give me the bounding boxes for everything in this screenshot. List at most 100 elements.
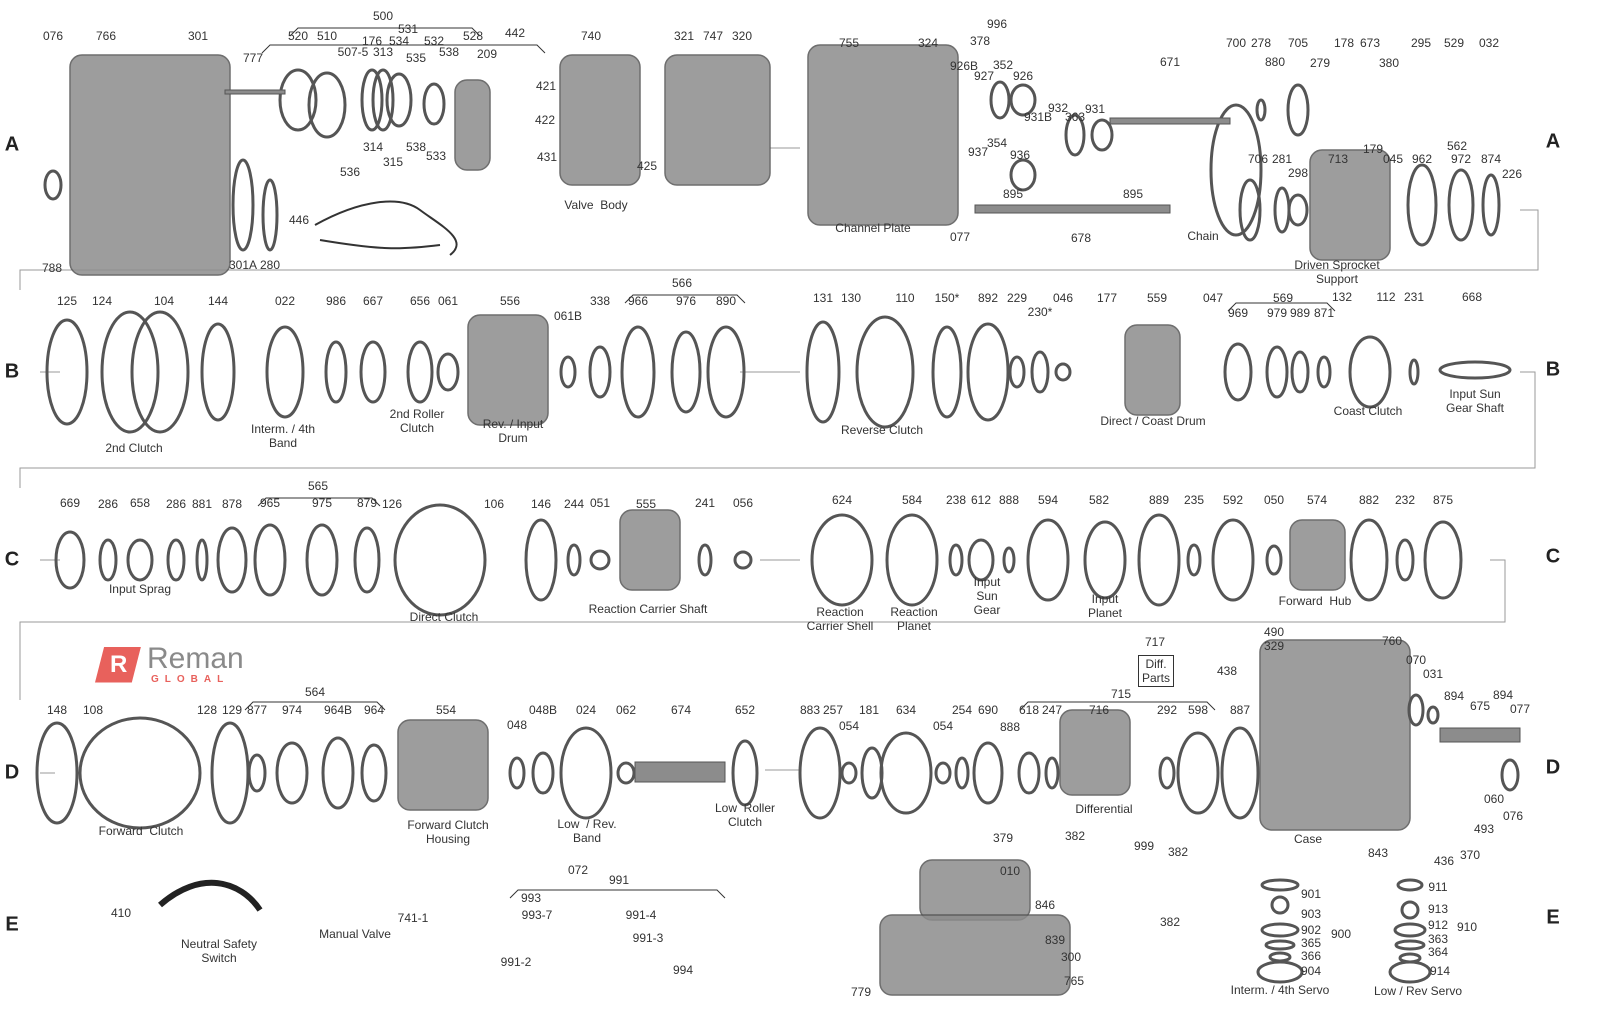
part-number-label: 500 (372, 9, 394, 23)
part-number-label: 209 (476, 47, 498, 61)
ring-part (216, 526, 248, 594)
ring-part (697, 543, 713, 577)
part-number-label: 124 (91, 294, 113, 308)
logo-name: Reman (147, 642, 244, 675)
part-number-label: 788 (41, 261, 63, 275)
part-number-label: 964B (323, 703, 353, 717)
part-number-label: 126 (381, 497, 403, 511)
part-number-label: 181 (858, 703, 880, 717)
ring-part (1287, 193, 1309, 227)
part-number-label: 442 (504, 26, 526, 40)
ring-part (166, 538, 186, 582)
part-name-label: Manual Valve (319, 927, 391, 941)
ring-part (321, 736, 355, 810)
part-number-label: 298 (1287, 166, 1309, 180)
part-number-label: 535 (405, 51, 427, 65)
bolt-777 (224, 89, 286, 95)
part-number-label: 490 (1263, 625, 1285, 639)
part-number-label: 072 (567, 863, 589, 877)
part-number-label: 881 (191, 497, 213, 511)
ring-part (261, 178, 279, 252)
ring-part (1396, 878, 1424, 892)
part-number-label: 235 (1183, 493, 1205, 507)
ring-part (1186, 543, 1202, 577)
ring-part (78, 716, 202, 830)
part-number-label: 965 (259, 496, 281, 510)
row-letter-e-right: E (1546, 906, 1560, 929)
part-number-label: 993-7 (521, 908, 553, 922)
part-number-label: 338 (589, 294, 611, 308)
part-number-label: 150* (934, 291, 960, 305)
ring-part (1255, 98, 1267, 122)
part-number-label: 760 (1381, 634, 1403, 648)
ring-part (360, 68, 384, 132)
part-number-label: 354 (986, 136, 1008, 150)
part-number-label: 926B (949, 59, 979, 73)
part-number-label: 894 (1443, 689, 1465, 703)
ring-part (860, 746, 884, 800)
part-number-label: 112 (1376, 290, 1396, 304)
ring-part (324, 340, 348, 404)
part-name-label: Input Sun Gear (973, 575, 1001, 617)
part-number-label: 669 (59, 496, 81, 510)
part-name-label: Reaction Carrier Shell (806, 605, 874, 633)
part-number-label: 964 (363, 703, 385, 717)
part-name-label: Direct / Coast Drum (1100, 414, 1206, 428)
part-number-label: 890 (715, 294, 737, 308)
part-number-label: 365 (1300, 936, 1322, 950)
part-number-label: 779 (850, 985, 872, 999)
part-number-label: 380 (1378, 56, 1400, 70)
part-number-label: 566 (671, 276, 693, 290)
part-name-label: Input Planet (1087, 592, 1123, 620)
ring-part (1265, 544, 1283, 576)
ring-part (1083, 520, 1127, 600)
ring-part (798, 726, 842, 820)
diff-parts-box: Diff. Parts (1138, 655, 1175, 687)
part-name-label: Case (1293, 832, 1323, 846)
forward-clutch-housing-part (397, 719, 489, 811)
ring-part (1268, 951, 1292, 963)
part-number-label: 668 (1461, 290, 1483, 304)
ring-part (1447, 168, 1475, 242)
ring-part (1044, 756, 1060, 790)
part-number-label: 177 (1096, 291, 1118, 305)
part-number-label: 280 (259, 258, 281, 272)
row-letter-a-right: A (1545, 130, 1561, 153)
part-name-label: Input Sprag (108, 582, 172, 596)
part-number-label: 313 (372, 45, 394, 59)
part-name-label: Valve Body (564, 198, 628, 212)
row-letter-b-right: B (1545, 358, 1561, 381)
part-number-label: 894 (1492, 688, 1514, 702)
part-number-label: 024 (575, 703, 597, 717)
part-name-label: Forward Clutch (98, 824, 184, 838)
part-number-label: 076 (42, 29, 64, 43)
part-number-label: 2nd Clutch (105, 441, 163, 455)
part-number-label: 108 (82, 703, 104, 717)
part-number-label: 244 (563, 497, 585, 511)
ring-part (967, 538, 995, 582)
part-number-label: 045 (1382, 152, 1404, 166)
ring-part (524, 518, 558, 602)
part-number-label: 436 (1433, 854, 1455, 868)
part-number-label: 534 (388, 34, 410, 48)
part-number-label: 446 (288, 213, 310, 227)
ring-part (840, 761, 858, 785)
part-number-label: 624 (831, 493, 853, 507)
part-number-label: 996 (986, 17, 1008, 31)
ring-part (359, 340, 387, 404)
part-number-label: 179 (1362, 142, 1384, 156)
flow-line (19, 371, 1536, 488)
part-number-label: 410 (110, 906, 132, 920)
part-number-label: 493 (1473, 822, 1495, 836)
ring-part (566, 543, 582, 577)
shaft-671 (1109, 117, 1231, 125)
part-number-label: 716 (1088, 703, 1110, 717)
row-letter-c-left: C (4, 548, 20, 571)
part-number-label: 060 (1483, 792, 1505, 806)
flow-line (19, 559, 1506, 700)
part-number-label: 048B (528, 703, 558, 717)
part-name-label: Direct Clutch (409, 610, 479, 624)
ring-part (954, 756, 970, 790)
